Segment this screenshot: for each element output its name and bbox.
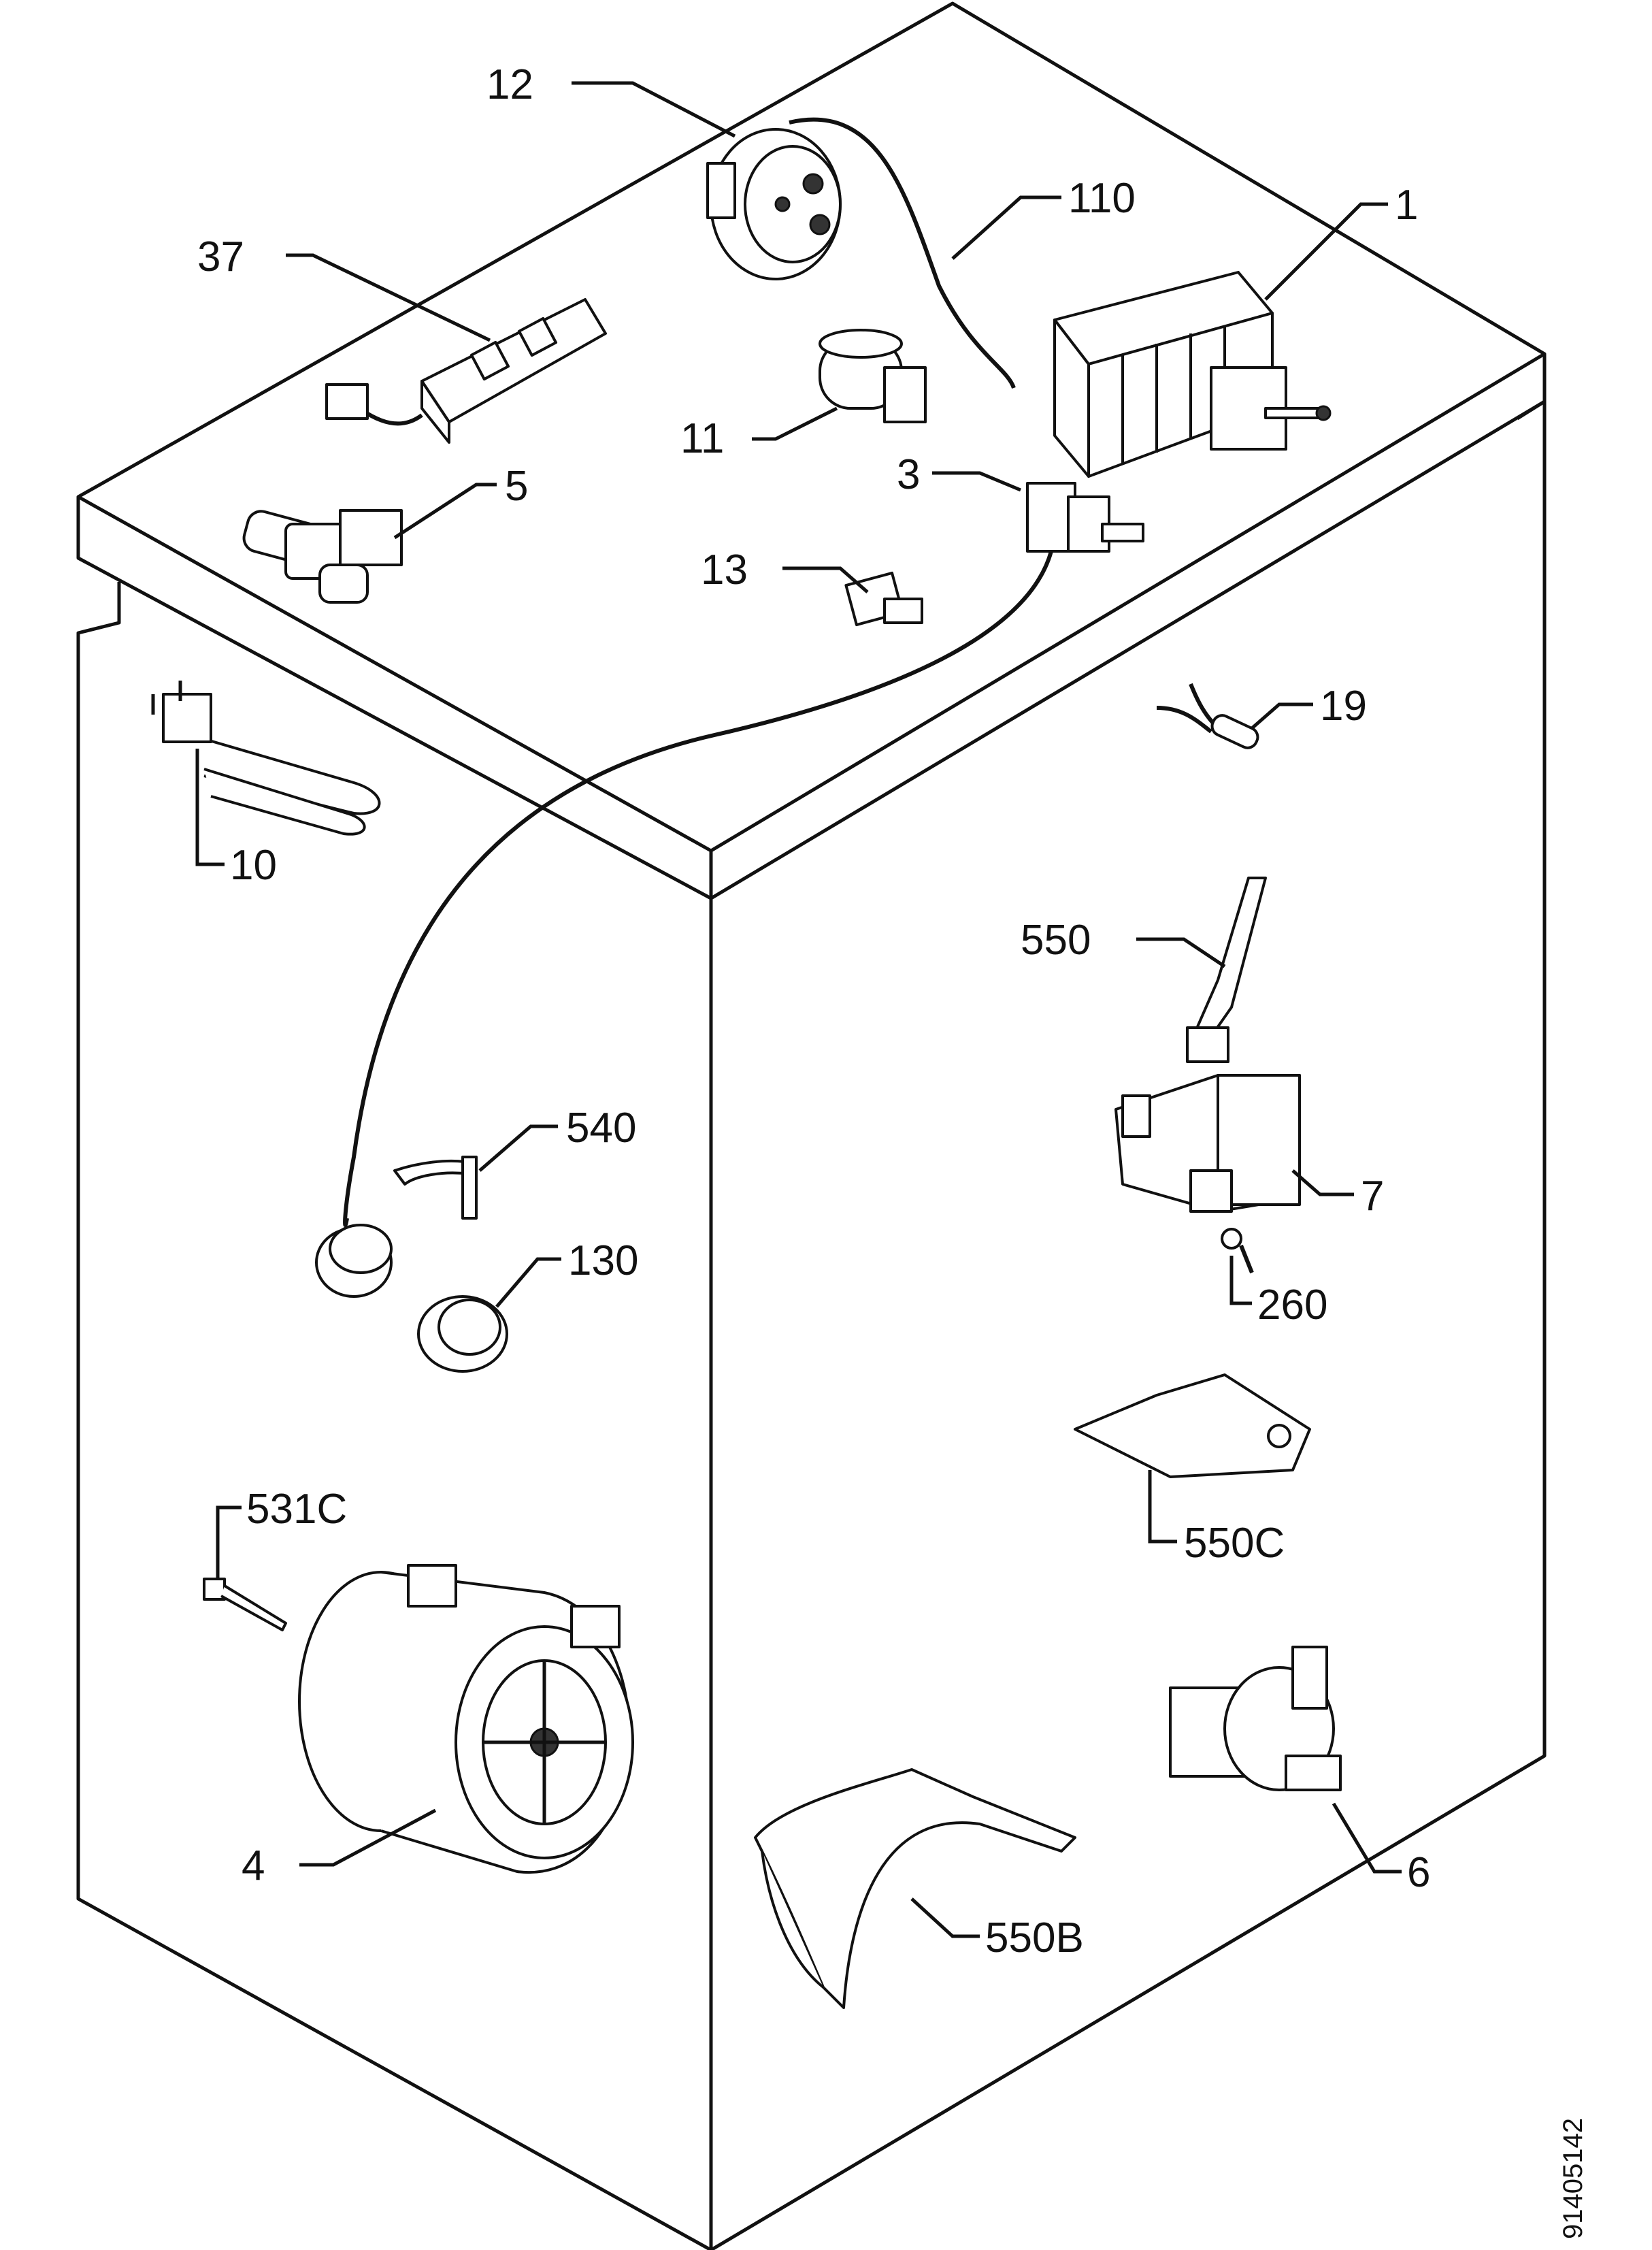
part-260-spring xyxy=(1221,1228,1254,1274)
part-550-lever xyxy=(1186,877,1267,1063)
label-550b: 550B xyxy=(985,1914,1084,1961)
label-110: 110 xyxy=(1068,175,1136,222)
part-550c-plate xyxy=(1074,1373,1311,1478)
label-6: 6 xyxy=(1407,1849,1430,1896)
part-3-temperature-switch xyxy=(1026,482,1144,553)
label-550: 550 xyxy=(1021,917,1091,964)
cabinet-left-face xyxy=(76,582,712,2250)
part-3-capillary-tube xyxy=(343,551,1053,1227)
label-37: 37 xyxy=(197,233,244,280)
part-550b-cover xyxy=(754,1768,1076,2009)
label-19: 19 xyxy=(1320,683,1367,730)
part-1-programmer-timer xyxy=(1053,271,1332,478)
part-labels: 12 110 1 37 11 5 3 13 19 10 550 540 7 13… xyxy=(197,61,1588,2239)
part-37-suppressor-board xyxy=(325,298,607,444)
part-531c-screw xyxy=(203,1578,287,1631)
label-11: 11 xyxy=(680,415,724,462)
part-13-connector xyxy=(844,571,923,627)
part-110-wire xyxy=(789,117,1016,389)
label-10: 10 xyxy=(230,842,277,889)
drawing-number: 91405142 xyxy=(1558,2118,1588,2239)
label-7: 7 xyxy=(1361,1173,1384,1220)
part-130-seal xyxy=(417,1295,508,1373)
cabinet-outline xyxy=(76,1,1547,2250)
part-12-selector-switch xyxy=(706,128,842,280)
label-13: 13 xyxy=(701,547,748,593)
label-260: 260 xyxy=(1257,1282,1327,1328)
part-pressure-chamber xyxy=(315,1224,393,1298)
part-11-capacitor xyxy=(819,329,927,423)
part-5-water-valve xyxy=(242,509,403,604)
label-1: 1 xyxy=(1395,182,1418,229)
part-6-drain-pump xyxy=(1169,1646,1342,1791)
label-3: 3 xyxy=(897,451,920,498)
label-4: 4 xyxy=(242,1842,265,1889)
part-19-sensor xyxy=(1156,683,1259,749)
part-7-door-lock xyxy=(1114,1074,1301,1213)
label-540: 540 xyxy=(566,1105,636,1152)
part-10-heating-element xyxy=(151,681,381,836)
leader-lines xyxy=(195,81,1402,1938)
part-4-motor xyxy=(298,1564,634,1874)
label-5: 5 xyxy=(505,463,528,510)
part-540-clamp xyxy=(393,1156,478,1220)
label-12: 12 xyxy=(486,61,533,108)
label-130: 130 xyxy=(568,1237,638,1284)
label-531c: 531C xyxy=(246,1486,347,1533)
label-550c: 550C xyxy=(1184,1520,1285,1567)
cabinet-right-face xyxy=(710,400,1547,2250)
